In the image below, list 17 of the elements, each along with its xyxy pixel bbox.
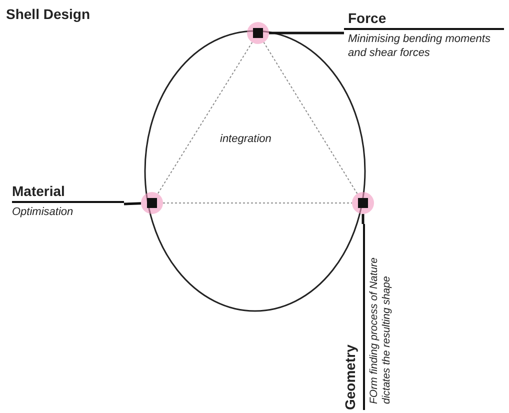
center-label: integration — [220, 133, 272, 145]
dotted-line — [157, 42, 253, 194]
connector-line — [269, 32, 344, 34]
description: Minimising bending moments and shear forces — [347, 32, 492, 60]
vertex-marker — [141, 192, 163, 214]
heading: Material — [12, 183, 124, 203]
vertex-marker — [352, 192, 374, 214]
description: Optimisation — [12, 205, 74, 220]
dotted-line — [162, 202, 352, 204]
connector-line — [124, 202, 142, 206]
vertex-marker — [247, 22, 269, 44]
connector-line — [362, 214, 364, 224]
title: Shell Design — [6, 6, 90, 22]
heading: Force — [344, 10, 504, 30]
description: FOrm finding process of Nature dictates the resulting shape — [367, 256, 394, 404]
heading: Geometry — [341, 344, 359, 410]
dotted-line — [263, 42, 358, 194]
